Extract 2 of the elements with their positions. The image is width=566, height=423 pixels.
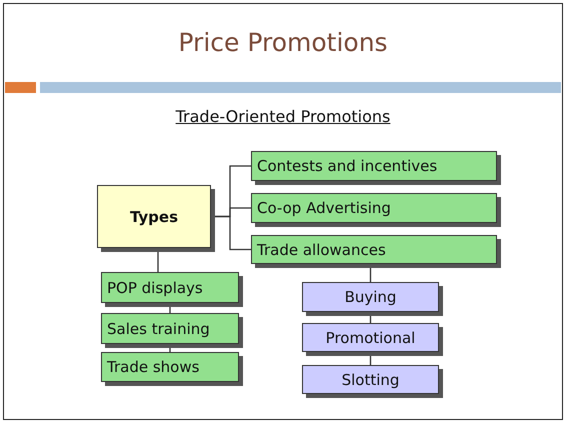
- slide-title: Price Promotions: [177, 28, 389, 57]
- subtitle: Trade-Oriented Promotions: [174, 107, 392, 126]
